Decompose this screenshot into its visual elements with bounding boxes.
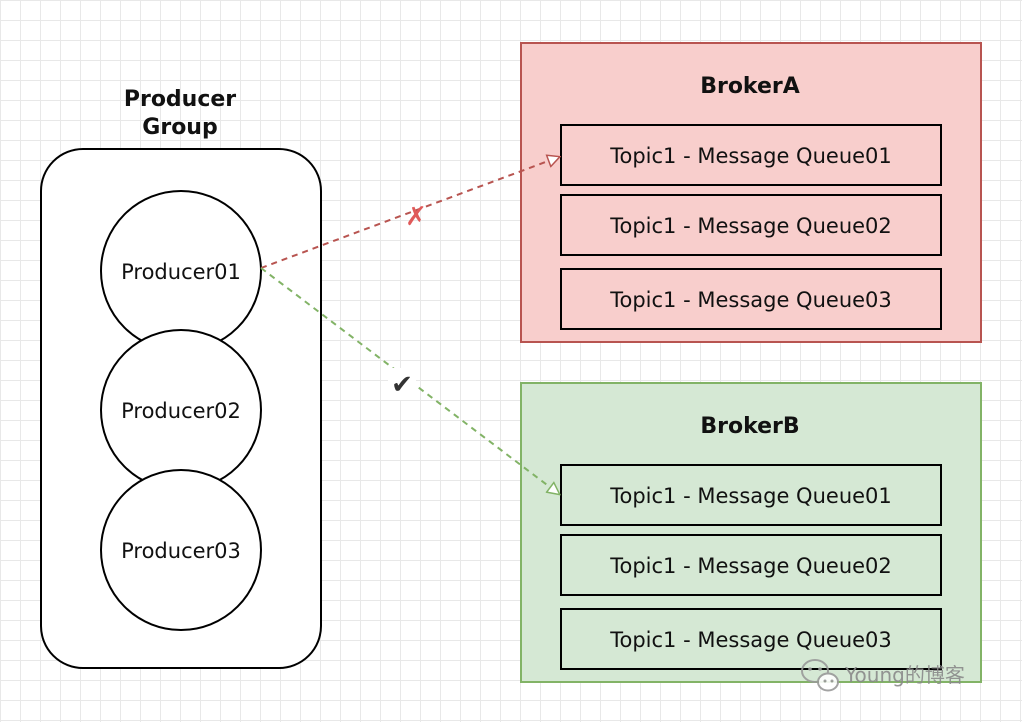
- broker-a-queue-02-label: Topic1 - Message Queue02: [609, 214, 892, 238]
- broker-a-queue-01[interactable]: [560, 124, 942, 186]
- broker-b-title: BrokerB: [700, 414, 799, 439]
- producer-group-title-line1: Producer: [124, 87, 236, 112]
- connections: ✗ ✔: [260, 157, 559, 494]
- broker-b-queue-01-label: Topic1 - Message Queue01: [609, 484, 892, 508]
- broker-b-queue-01[interactable]: [560, 464, 942, 526]
- broker-a-queue-02[interactable]: [560, 194, 942, 256]
- producer-group: Producer Group Producer01 Producer02 Pro…: [40, 87, 322, 669]
- accepted-check-icon: ✔: [391, 370, 413, 400]
- producer-group-title-line2: Group: [142, 115, 217, 140]
- accepted-mark-background: [388, 368, 416, 400]
- broker-a-queue-03[interactable]: [560, 268, 942, 330]
- producer-node-03[interactable]: Producer03: [100, 469, 262, 631]
- broker-b-queue-03-label: Topic1 - Message Queue03: [609, 628, 892, 652]
- broker-b-queue-03[interactable]: [560, 608, 942, 670]
- broker-a-queue-03-label: Topic1 - Message Queue03: [609, 288, 892, 312]
- producer-node-02[interactable]: Producer02: [100, 329, 262, 491]
- rejected-cross-icon: ✗: [405, 202, 427, 232]
- broker-b: BrokerB Topic1 - Message Queue01 Topic1 …: [520, 382, 982, 683]
- broker-a-queue-01-label: Topic1 - Message Queue01: [609, 144, 892, 168]
- broker-b-queue-02-label: Topic1 - Message Queue02: [609, 554, 892, 578]
- producer-node-03-label: Producer03: [121, 539, 241, 563]
- broker-b-queue-02[interactable]: [560, 534, 942, 596]
- watermark-text: Young的博客: [844, 663, 965, 687]
- producer-node-03-circle[interactable]: [100, 469, 262, 631]
- producer-node-01[interactable]: Producer01: [100, 190, 262, 352]
- watermark: Young的博客: [801, 659, 965, 692]
- broker-a: BrokerA Topic1 - Message Queue01 Topic1 …: [520, 42, 982, 343]
- producer-node-01-label: Producer01: [121, 260, 241, 284]
- rejected-connection-arrow[interactable]: [260, 157, 559, 269]
- broker-a-title: BrokerA: [700, 74, 800, 99]
- wechat-icon: [801, 659, 839, 692]
- producer-node-02-label: Producer02: [121, 399, 241, 423]
